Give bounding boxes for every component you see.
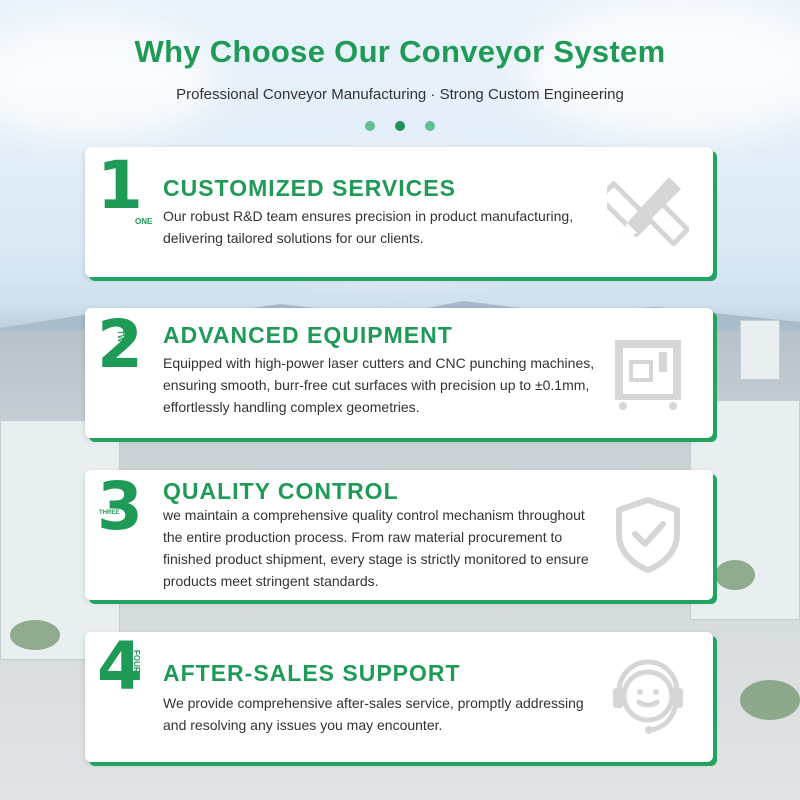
number-badge-four: 4 FOUR bbox=[97, 634, 153, 708]
card-description: We provide comprehensive after-sales ser… bbox=[163, 695, 584, 733]
shield-check-icon bbox=[616, 497, 680, 573]
number-badge-three: 3 THREE bbox=[97, 474, 153, 548]
card-digit: 4 bbox=[97, 628, 143, 705]
card-title: CUSTOMIZED SERVICES bbox=[163, 175, 456, 201]
card-number-word: ONE bbox=[135, 217, 153, 226]
card-description: we maintain a comprehensive quality cont… bbox=[163, 507, 589, 589]
card-number-word: TWO bbox=[116, 330, 125, 349]
carousel-dots bbox=[0, 121, 800, 131]
headset-support-icon bbox=[613, 659, 683, 734]
card-digit: 2 bbox=[97, 306, 143, 383]
card-title: QUALITY CONTROL bbox=[163, 478, 399, 504]
feature-card-after-sales-support: 4 FOUR AFTER-SALES SUPPORT We provide co… bbox=[85, 632, 713, 762]
page-title: Why Choose Our Conveyor System bbox=[134, 34, 666, 69]
number-badge-one: 1 ONE bbox=[97, 153, 153, 227]
header: Why Choose Our Conveyor System Professio… bbox=[0, 0, 800, 131]
feature-card-advanced-equipment: 2 TWO ADVANCED EQUIPMENT Equipped with h… bbox=[85, 308, 713, 438]
card-title: AFTER-SALES SUPPORT bbox=[163, 660, 461, 686]
card-description: Our robust R&D team ensures precision in… bbox=[163, 208, 574, 246]
page-subtitle: Professional Conveyor Manufacturing · St… bbox=[176, 86, 624, 103]
carousel-dot-active[interactable] bbox=[395, 121, 405, 131]
pencil-ruler-icon bbox=[607, 177, 689, 247]
carousel-dot[interactable] bbox=[425, 121, 435, 131]
card-description: Equipped with high-power laser cutters a… bbox=[163, 355, 595, 415]
carousel-dot[interactable] bbox=[365, 121, 375, 131]
card-title: ADVANCED EQUIPMENT bbox=[163, 322, 453, 348]
card-number-word: THREE bbox=[99, 510, 120, 516]
feature-card-customized-services: 1 ONE CUSTOMIZED SERVICES Our robust R&D… bbox=[85, 147, 713, 277]
cnc-machine-icon bbox=[615, 340, 681, 410]
feature-card-quality-control: 3 THREE QUALITY CONTROL we maintain a co… bbox=[85, 470, 713, 600]
number-badge-two: 2 TWO bbox=[97, 312, 153, 386]
card-digit: 3 bbox=[97, 468, 143, 545]
card-number-word: FOUR bbox=[132, 650, 141, 673]
card-digit: 1 bbox=[97, 147, 143, 224]
